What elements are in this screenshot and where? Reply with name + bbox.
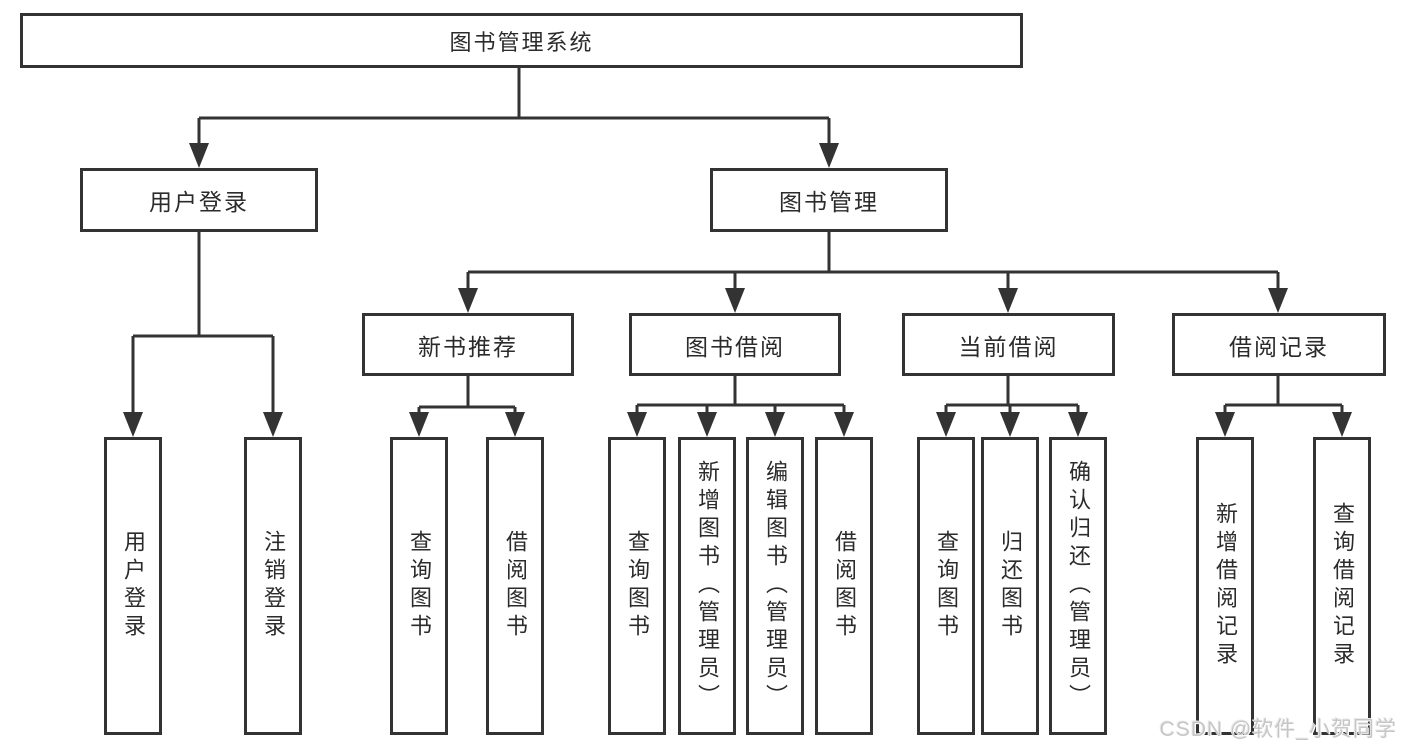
node-borrowing-records: 借阅记录 — [1172, 313, 1386, 376]
node-book-management: 图书管理 — [710, 168, 948, 232]
leaf-borrow-books: 借阅图书 — [815, 437, 873, 735]
leaf-label: 编辑图书（管理员） — [763, 460, 788, 712]
leaf-query-books-borrow: 查询图书 — [608, 437, 666, 735]
arrow-icon — [765, 412, 785, 437]
leaf-user-login: 用户登录 — [104, 437, 162, 735]
leaf-label: 借阅图书 — [503, 530, 528, 642]
arrow-icon — [458, 288, 478, 313]
leaf-query-books-current: 查询图书 — [917, 437, 975, 735]
leaf-label: 查询图书 — [407, 530, 432, 642]
leaf-edit-books-admin: 编辑图书（管理员） — [746, 437, 804, 735]
arrow-icon — [819, 143, 839, 168]
leaf-label: 确认归还（管理员） — [1066, 460, 1091, 712]
arrow-icon — [627, 412, 647, 437]
csdn-watermark: CSDN @软件_小贺同学 — [1159, 718, 1397, 741]
node-book-borrowing: 图书借阅 — [629, 313, 841, 376]
leaf-label: 归还图书 — [998, 530, 1023, 642]
node-user-login: 用户登录 — [80, 168, 318, 232]
node-new-book-recommendation: 新书推荐 — [362, 313, 574, 376]
connector-root-trunk — [197, 68, 831, 156]
node-current-borrowing: 当前借阅 — [902, 313, 1115, 376]
leaf-label: 借阅图书 — [832, 530, 857, 642]
arrow-icon — [1068, 412, 1088, 437]
arrow-icon — [697, 412, 717, 437]
leaf-query-borrow-record: 查询借阅记录 — [1313, 437, 1371, 735]
leaf-label: 新增借阅记录 — [1213, 502, 1238, 670]
arrow-icon — [1332, 412, 1352, 437]
arrow-icon — [189, 143, 209, 168]
leaf-confirm-return-admin: 确认归还（管理员） — [1049, 437, 1107, 735]
arrow-icon — [998, 288, 1018, 313]
connector-user-login — [131, 232, 275, 424]
arrow-icon — [505, 412, 525, 437]
connector-new-book-recommendation — [417, 376, 517, 424]
arrow-icon — [936, 412, 956, 437]
arrow-icon — [1215, 412, 1235, 437]
leaf-label: 查询借阅记录 — [1330, 502, 1355, 670]
leaf-add-books-admin: 新增图书（管理员） — [678, 437, 736, 735]
arrow-icon — [834, 412, 854, 437]
arrow-icon — [409, 412, 429, 437]
leaf-borrow-books-recommend: 借阅图书 — [486, 437, 544, 735]
leaf-label: 查询图书 — [625, 530, 650, 642]
leaf-return-books: 归还图书 — [981, 437, 1039, 735]
connector-book-management — [466, 232, 1280, 300]
arrow-icon — [123, 412, 143, 437]
leaf-label: 注销登录 — [261, 530, 286, 642]
arrow-icon — [263, 412, 283, 437]
arrow-icon — [1268, 288, 1288, 313]
arrow-icon — [1000, 412, 1020, 437]
leaf-label: 用户登录 — [121, 530, 146, 642]
leaf-label: 查询图书 — [934, 530, 959, 642]
connector-book-borrowing — [635, 376, 846, 424]
arrow-icon — [725, 288, 745, 313]
leaf-query-books-recommend: 查询图书 — [390, 437, 448, 735]
leaf-logout: 注销登录 — [244, 437, 302, 735]
connector-borrowing-records — [1223, 376, 1344, 424]
node-root: 图书管理系统 — [20, 13, 1023, 68]
leaf-add-borrow-record: 新增借阅记录 — [1196, 437, 1254, 735]
leaf-label: 新增图书（管理员） — [695, 460, 720, 712]
